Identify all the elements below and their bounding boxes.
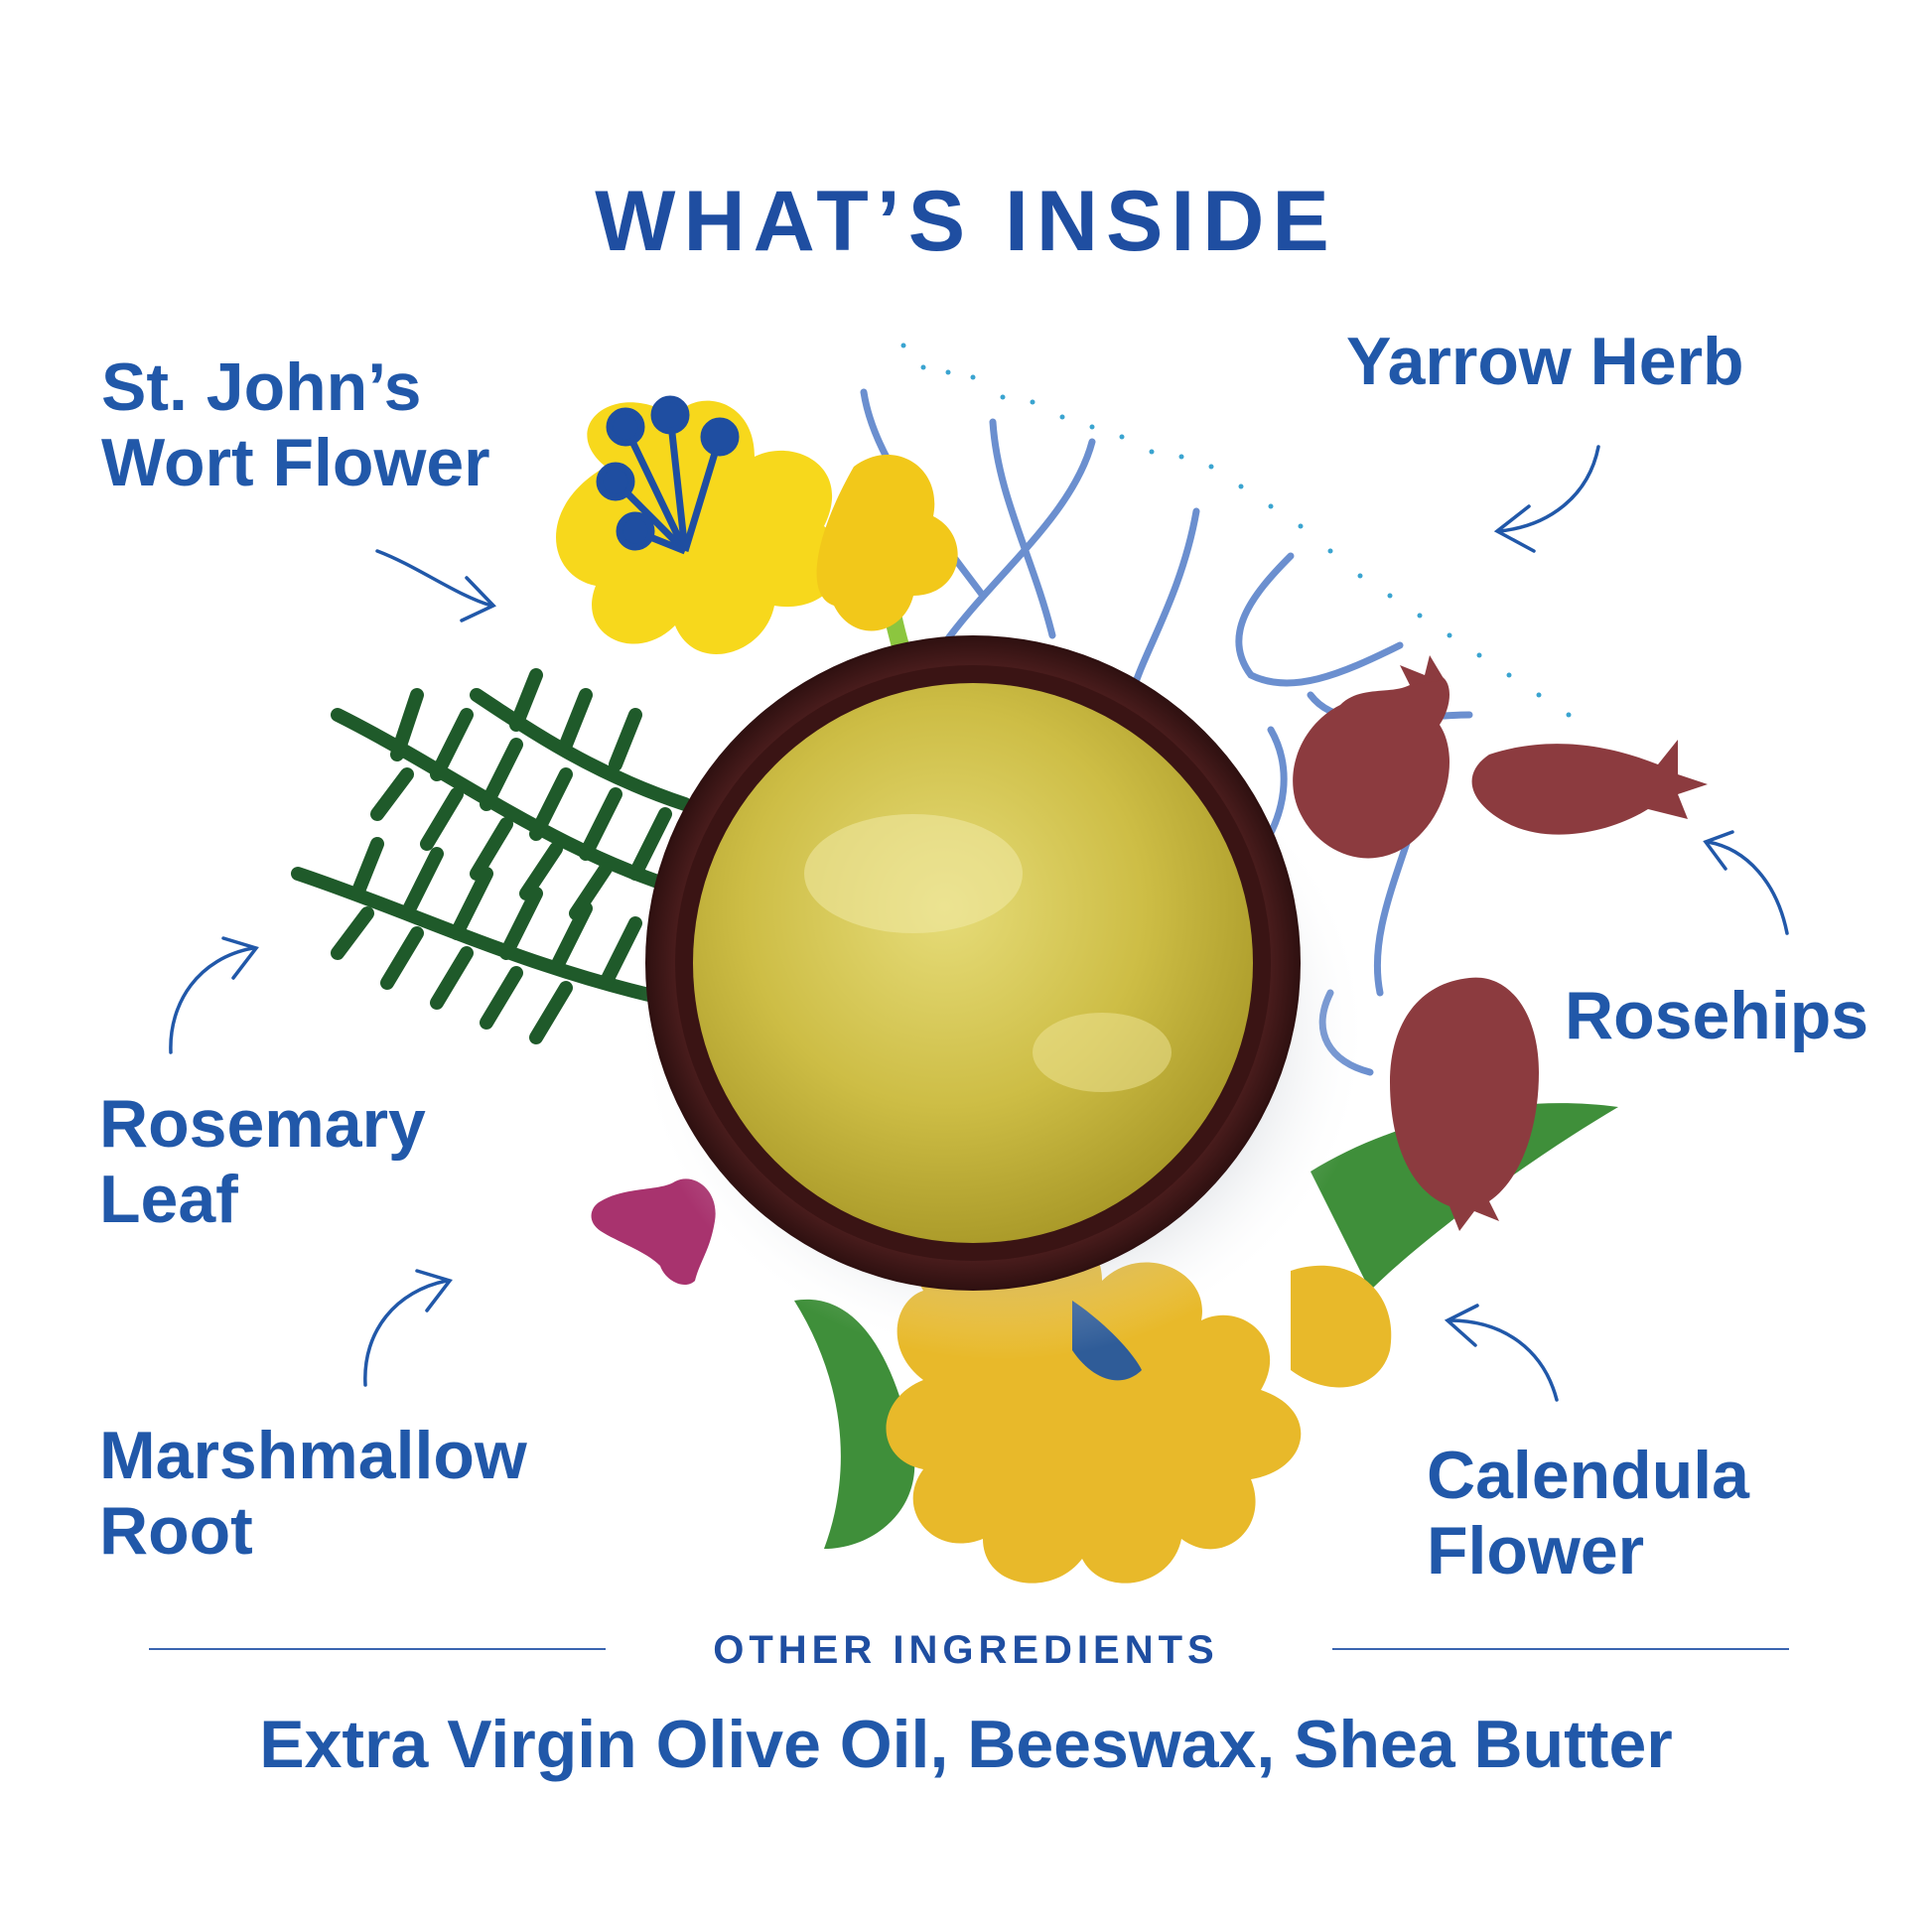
label-rosehips: Rosehips — [1565, 978, 1868, 1053]
rosehip-icon — [1293, 655, 1708, 1231]
jar-illustration — [645, 635, 1301, 1291]
marshmallow-icon — [591, 1178, 716, 1286]
yarrow-dots — [900, 343, 1572, 718]
label-line: Wort Flower — [101, 425, 490, 501]
divider-right — [1332, 1648, 1789, 1650]
label-st-johns-wort: St. John’s Wort Flower — [101, 349, 490, 500]
other-ingredients-list: Extra Virgin Olive Oil, Beeswax, Shea Bu… — [259, 1707, 1673, 1782]
divider-left — [149, 1648, 606, 1650]
label-line: Yarrow Herb — [1346, 324, 1744, 399]
label-line: Calendula — [1427, 1438, 1749, 1513]
other-ingredients-heading: OTHER INGREDIENTS — [713, 1628, 1219, 1672]
label-line: Rosemary — [99, 1086, 426, 1162]
arrow-icon — [169, 445, 1789, 1402]
label-line: St. John’s — [101, 349, 422, 425]
page-title: WHAT’S INSIDE — [595, 174, 1337, 269]
label-line: Marshmallow — [99, 1418, 527, 1493]
label-line: Leaf — [99, 1162, 238, 1238]
label-line: Root — [99, 1493, 253, 1570]
label-yarrow-herb: Yarrow Herb — [1346, 324, 1744, 399]
label-line: Flower — [1427, 1513, 1645, 1589]
label-marshmallow-root: Marshmallow Root — [99, 1418, 527, 1569]
label-rosemary-leaf: Rosemary Leaf — [99, 1086, 426, 1237]
rosemary-icon — [291, 668, 702, 1044]
label-calendula-flower: Calendula Flower — [1427, 1438, 1749, 1588]
label-line: Rosehips — [1565, 978, 1869, 1053]
